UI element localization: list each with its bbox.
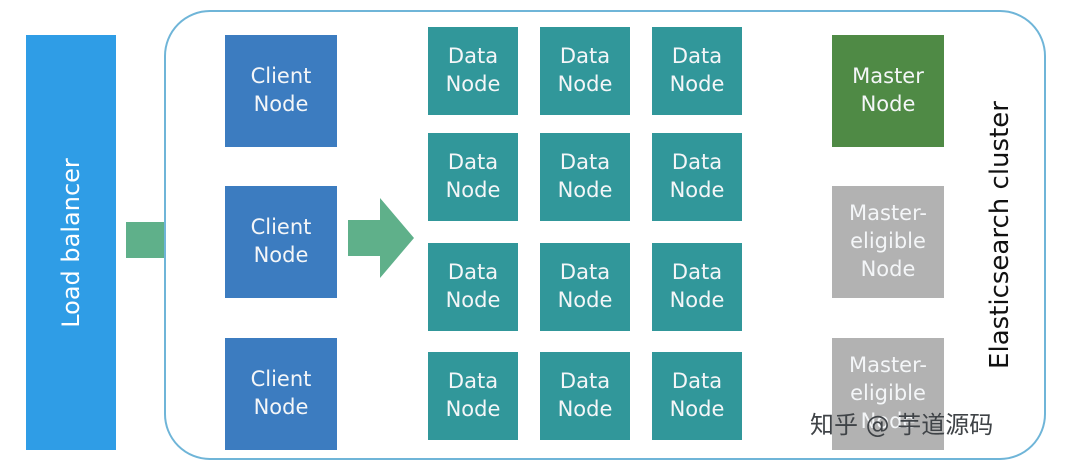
data-node: Data Node — [652, 243, 742, 331]
data-node: Data Node — [540, 27, 630, 115]
cluster-label: Elasticsearch cluster — [985, 101, 1015, 369]
load-balancer: Load balancer — [26, 35, 116, 450]
data-node: Data Node — [428, 133, 518, 221]
data-node: Data Node — [540, 352, 630, 440]
data-node: Data Node — [428, 352, 518, 440]
client-node: Client Node — [225, 338, 337, 450]
watermark: 知乎 @ 芋道源码 — [810, 405, 993, 440]
data-node: Data Node — [428, 27, 518, 115]
data-node: Data Node — [652, 352, 742, 440]
data-node: Data Node — [540, 133, 630, 221]
load-balancer-label: Load balancer — [57, 157, 85, 328]
data-node: Data Node — [540, 243, 630, 331]
watermark-text: 知乎 @ 芋道源码 — [810, 411, 994, 439]
master-eligible-node: Master- eligible Node — [832, 186, 944, 298]
master-eligible-node: Master- eligible Node — [832, 338, 944, 450]
master-node: Master Node — [832, 35, 944, 147]
client-node: Client Node — [225, 35, 337, 147]
data-node: Data Node — [652, 27, 742, 115]
data-node: Data Node — [428, 243, 518, 331]
data-node: Data Node — [652, 133, 742, 221]
arrow-to-data-icon — [348, 198, 414, 278]
client-node: Client Node — [225, 186, 337, 298]
